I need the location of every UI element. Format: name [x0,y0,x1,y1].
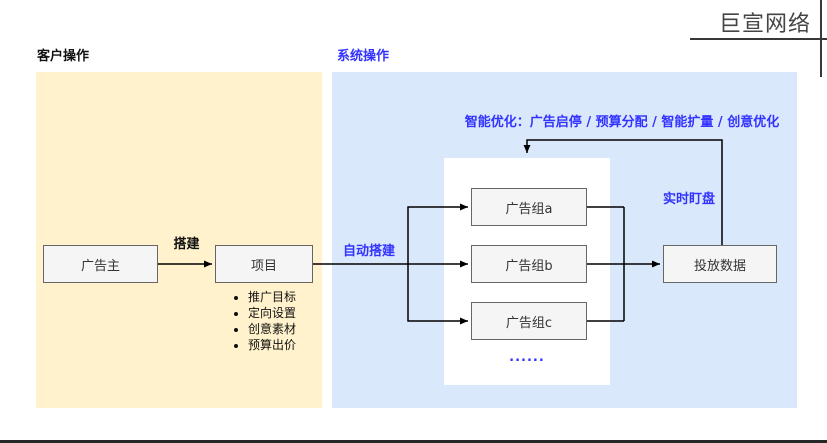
more-ad-groups-ellipsis: ...... [509,350,545,365]
node-ad-group-c: 广告组c [471,302,587,340]
section-label-system: 系统操作 [337,49,390,64]
list-item: 定向设置 [248,305,296,321]
node-ad-group-b: 广告组b [471,245,587,283]
project-detail-list: 推广目标 定向设置 创意素材 预算出价 [212,289,296,353]
node-advertiser: 广告主 [43,245,158,283]
brand-logo-text: 巨宣网络 [718,12,811,37]
list-item: 推广目标 [248,289,296,305]
list-item: 预算出价 [248,337,296,353]
node-ad-group-a: 广告组a [471,188,587,226]
edge-label-realtime-monitor: 实时盯盘 [663,192,716,207]
list-item: 创意素材 [248,321,296,337]
node-delivery-data: 投放数据 [663,245,777,283]
edge-label-auto-build: 自动搭建 [343,244,396,259]
edge-label-build: 搭建 [173,237,200,252]
frame-right-border [820,0,822,77]
customer-operations-panel [36,72,322,408]
node-project: 项目 [215,245,313,283]
header-divider [690,38,827,40]
annotation-smart-optimization: 智能优化：广告启停 / 预算分配 / 智能扩量 / 创意优化 [464,115,780,130]
bottom-crop-strip [0,440,827,443]
section-label-customer: 客户操作 [37,49,90,64]
